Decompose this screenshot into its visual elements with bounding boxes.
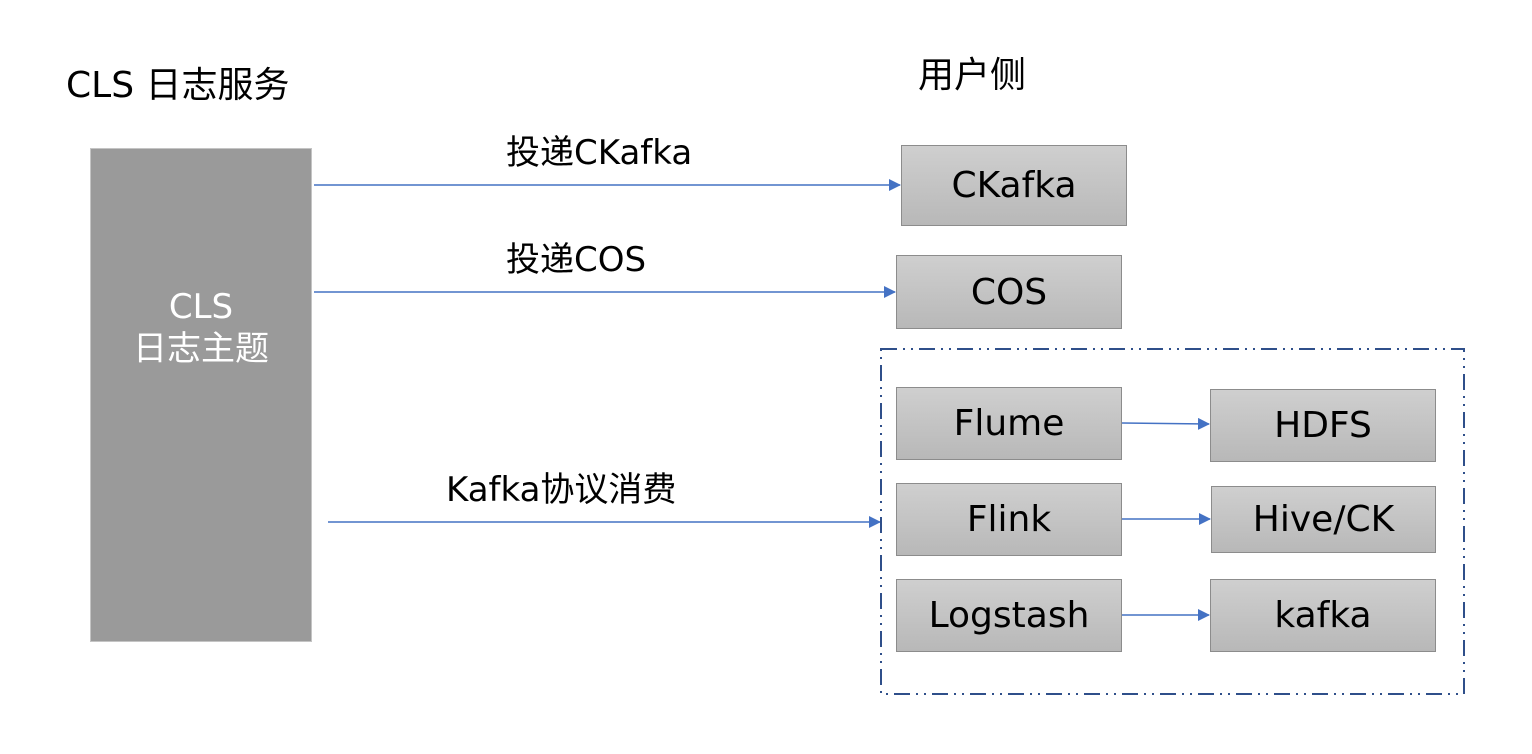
edge-label-kafka-protocol: Kafka协议消费 — [446, 470, 677, 510]
flink-node: Flink — [896, 483, 1122, 556]
cls-log-topic-block: CLS 日志主题 — [90, 148, 312, 642]
source-label-line2: 日志主题 — [133, 329, 269, 369]
flume-node: Flume — [896, 387, 1122, 460]
user-side-title: 用户侧 — [918, 55, 1027, 96]
hive-ck-node: Hive/CK — [1211, 486, 1436, 553]
source-label-line1: CLS — [168, 287, 234, 327]
cos-node: COS — [896, 255, 1122, 329]
cls-service-title: CLS 日志服务 — [66, 65, 290, 106]
ckafka-node: CKafka — [901, 145, 1127, 226]
consumer-group-boundary — [880, 348, 1465, 695]
edge-label-ckafka: 投递CKafka — [506, 133, 693, 173]
hdfs-node: HDFS — [1210, 389, 1436, 462]
edge-label-cos: 投递COS — [506, 240, 647, 280]
arrow-flume-to-hdfs — [1121, 417, 1210, 430]
kafka-node: kafka — [1210, 579, 1436, 652]
logstash-node: Logstash — [896, 579, 1122, 652]
